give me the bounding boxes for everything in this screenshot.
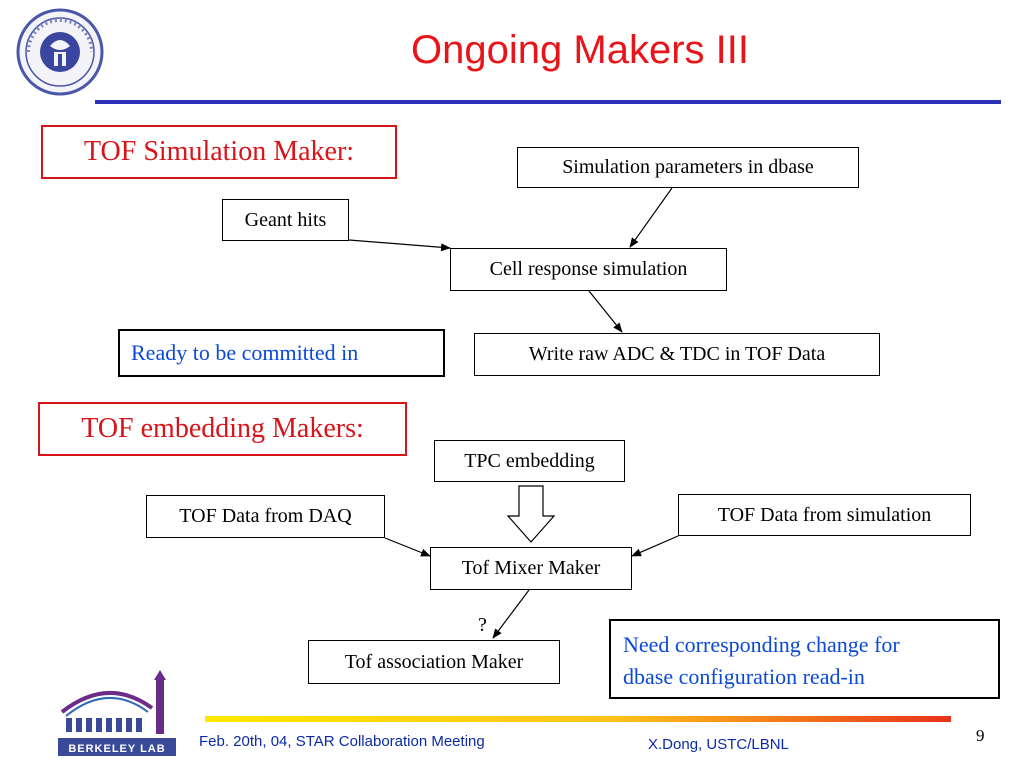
embedding-heading: TOF embedding Makers: (38, 402, 407, 456)
page-number: 9 (976, 726, 985, 745)
arrow-mixer-to-association (492, 589, 530, 639)
dbase-change-note-line1: Need corresponding change for (623, 632, 900, 657)
node-tpc-embedding: TPC embedding (434, 440, 625, 482)
ready-status-note: Ready to be committed in (118, 329, 445, 377)
berkeley-lab-logo-text: BERKELEY LAB (68, 743, 165, 755)
slide-title: Ongoing Makers III (411, 28, 749, 72)
node-tof-mixer-maker: Tof Mixer Maker (430, 547, 632, 590)
hollow-arrow-tpc-to-mixer (506, 485, 556, 543)
node-write-raw: Write raw ADC & TDC in TOF Data (474, 333, 880, 376)
arrow-sim-to-mixer (631, 535, 679, 557)
node-tof-data-simulation: TOF Data from simulation (678, 494, 971, 536)
arrow-params-to-cell (629, 187, 673, 248)
footer-author: X.Dong, USTC/LBNL (648, 736, 789, 753)
arrow-geant-to-cell (348, 239, 451, 252)
dbase-change-note-line2: dbase configuration read-in (623, 664, 865, 689)
simulation-heading: TOF Simulation Maker: (41, 125, 397, 179)
footer-date-meeting: Feb. 20th, 04, STAR Collaboration Meetin… (199, 733, 485, 750)
node-tof-association-maker: Tof association Maker (308, 640, 560, 684)
berkeley-lab-logo: BERKELEY LAB (56, 668, 180, 760)
university-seal-logo (14, 4, 106, 102)
node-geant-hits: Geant hits (222, 199, 349, 241)
node-cell-response: Cell response simulation (450, 248, 727, 291)
footer-bar (205, 716, 951, 722)
node-simulation-parameters: Simulation parameters in dbase (517, 147, 859, 188)
node-tof-data-daq: TOF Data from DAQ (146, 495, 385, 538)
uncertain-link-question-mark: ? (478, 614, 487, 636)
ready-status-text: Ready to be committed in (131, 340, 359, 365)
title-rule (95, 100, 1001, 104)
arrow-cell-to-write (588, 290, 623, 333)
dbase-change-note: Need corresponding change for dbase conf… (609, 619, 1000, 699)
arrow-daq-to-mixer (384, 537, 431, 557)
